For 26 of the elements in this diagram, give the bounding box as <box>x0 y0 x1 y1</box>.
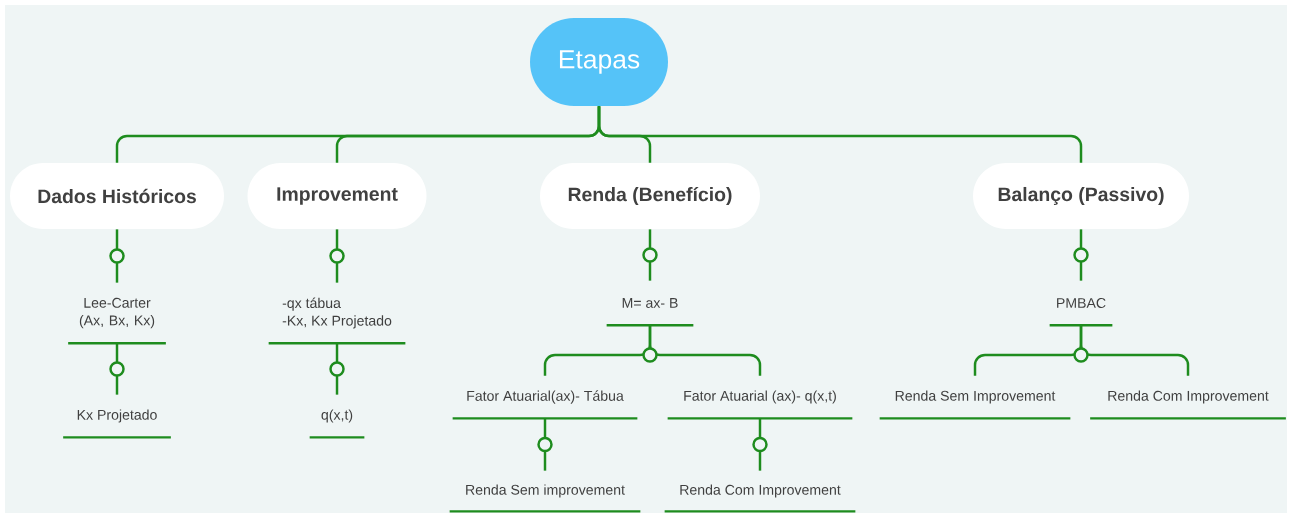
connector <box>335 229 339 283</box>
category-bubble: Improvement <box>247 163 427 229</box>
connector <box>543 418 547 471</box>
category-bubble: Dados Históricos <box>10 163 224 229</box>
category-bubble: Renda (Benefício) <box>540 163 760 229</box>
underlined-topic: Lee-Carter (Ax, Bx, Kx) <box>68 297 166 345</box>
underlined-topic: Fator Atuarial (ax)- q(x,t) <box>667 390 853 420</box>
connector <box>115 343 119 395</box>
topic-bubble: Etapas <box>530 18 668 106</box>
connector <box>115 229 119 283</box>
underlined-topic: Fator Atuarial(ax)- Tábua <box>452 390 638 420</box>
connector <box>1079 229 1083 281</box>
underlined-topic: -qx tábua -Kx, Kx Projetado <box>268 297 406 345</box>
connector <box>758 418 762 471</box>
category-bubble: Balanço (Passivo) <box>973 163 1189 229</box>
underlined-topic: M= ax- B <box>606 298 694 327</box>
underlined-topic: Renda Com Improvement <box>1090 390 1286 420</box>
underlined-topic: Kx Projetado <box>63 409 171 439</box>
underlined-topic: Renda Sem Improvement <box>879 390 1071 420</box>
underlined-topic: Renda Com Improvement <box>664 484 856 513</box>
connector <box>597 106 1083 163</box>
underlined-topic: q(x,t) <box>309 409 365 439</box>
connector <box>335 343 339 395</box>
underlined-topic: PMBAC <box>1049 298 1113 327</box>
underlined-topic: Renda Sem improvement <box>449 484 641 513</box>
connector <box>648 229 652 281</box>
